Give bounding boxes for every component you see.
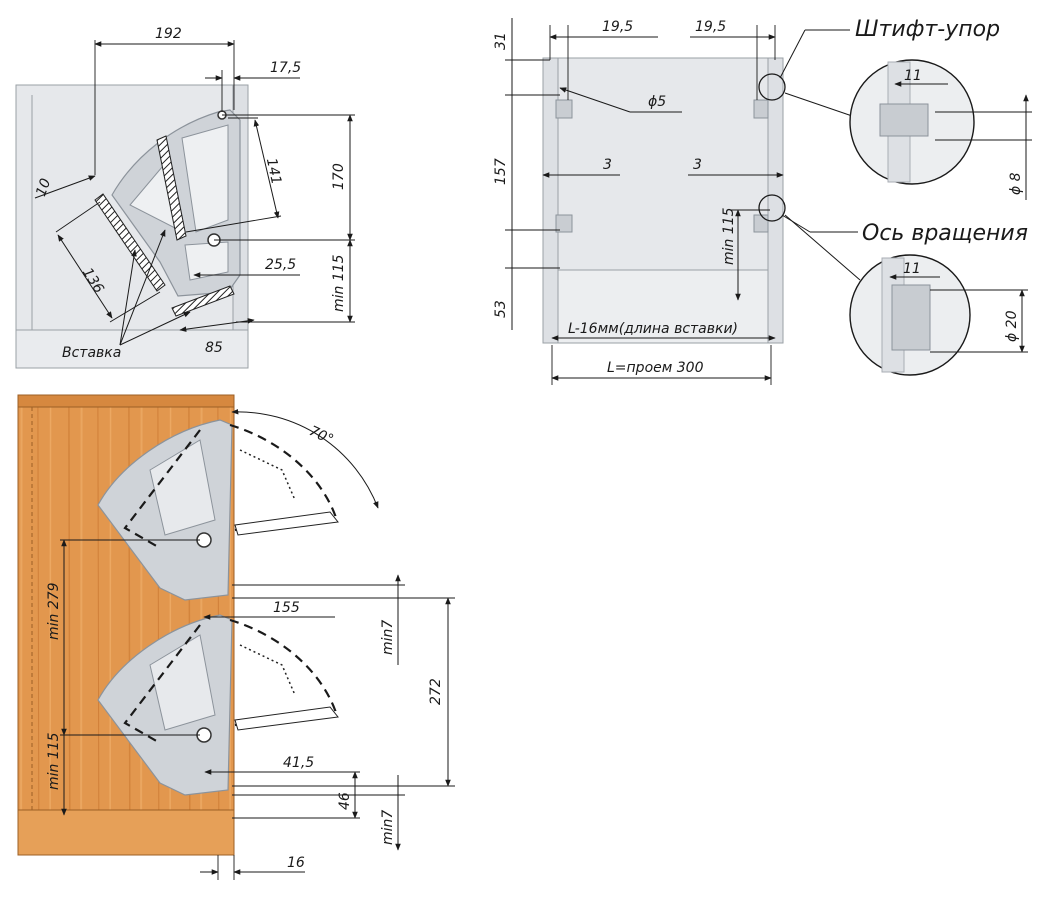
dim-label-min7-bottom: min7 xyxy=(380,810,396,845)
dim-label-170: 170 xyxy=(331,163,347,190)
dim-label-31: 31 xyxy=(493,32,509,50)
dim-label-min279: min 279 xyxy=(46,582,62,640)
front-view-right-wall xyxy=(767,57,784,344)
pin-label: Штифт-упор xyxy=(855,17,1000,42)
side-section-view: 192 17,5 141 170 10 136 25,5 min 115 xyxy=(15,26,355,369)
dim-label-85: 85 xyxy=(205,340,223,356)
dim-label-11-bottom: 11 xyxy=(903,261,921,277)
insert-left xyxy=(94,193,166,292)
insert-top xyxy=(156,135,187,241)
dim-line-136 xyxy=(57,234,113,319)
dim-label-157: 157 xyxy=(493,158,509,185)
dim-label-17-5: 17,5 xyxy=(270,60,301,76)
insert-leader-lines xyxy=(119,311,191,346)
dim-label-min115-left: min 115 xyxy=(331,254,347,312)
installation-view: 70° min 279 min 115 155 272 min7 41,5 46… xyxy=(17,394,455,880)
dim-label-opening: L=проем 300 xyxy=(607,360,704,376)
axis-label: Ось вращения xyxy=(862,221,1028,246)
dim-label-3-left: 3 xyxy=(603,157,612,173)
dim-label-insert-length: L-16мм(длина вставки) xyxy=(568,321,738,337)
dim-label-16: 16 xyxy=(287,855,305,871)
dim-label-phi20: ϕ 20 xyxy=(1004,310,1020,342)
mechanism-window-upper xyxy=(181,124,229,233)
front-view-left-wall xyxy=(542,57,559,344)
dim-label-272: 272 xyxy=(428,678,444,705)
dim-line-141 xyxy=(253,119,280,219)
dim-label-phi5: ϕ5 xyxy=(648,94,666,110)
cabinet-bottom-panel xyxy=(15,329,249,369)
dim-label-11-top: 11 xyxy=(904,68,922,84)
dim-label-3-right: 3 xyxy=(693,157,702,173)
detail-axis-part xyxy=(891,284,931,351)
cabinet-wood-shelf xyxy=(17,809,235,856)
front-view-insert-panel xyxy=(557,269,769,344)
dim-line-85 xyxy=(179,318,255,332)
dim-label-141: 141 xyxy=(263,157,284,186)
dim-line-10 xyxy=(34,175,96,199)
dim-label-min115-right: min 115 xyxy=(721,207,737,265)
axis-callout-circle xyxy=(758,194,786,222)
dim-label-41-5: 41,5 xyxy=(283,755,314,771)
cabinet-wood-top xyxy=(17,394,235,408)
dim-label-min7-top: min7 xyxy=(380,620,396,655)
dim-label-25-5: 25,5 xyxy=(265,257,296,273)
insert-label: Вставка xyxy=(62,345,121,361)
dim-label-53: 53 xyxy=(493,300,509,318)
dim-label-10: 10 xyxy=(33,176,54,198)
insert-bottom xyxy=(171,285,235,317)
mechanism-lower xyxy=(97,614,339,796)
dim-label-min115-bottom: min 115 xyxy=(46,732,62,790)
front-view-brackets xyxy=(753,214,769,233)
dim-label-155: 155 xyxy=(273,600,300,616)
detail-pin-part xyxy=(879,103,929,137)
dim-label-192: 192 xyxy=(155,26,182,42)
dim-label-19-5-left: 19,5 xyxy=(602,19,633,35)
dim-label-phi8: ϕ 8 xyxy=(1008,172,1024,195)
dim-label-46: 46 xyxy=(337,792,353,810)
front-view: 19,5 19,5 31 157 53 ϕ5 3 3 min 115 L-16м… xyxy=(493,17,1032,385)
angle-arc-70 xyxy=(231,408,379,509)
dim-label-19-5-right: 19,5 xyxy=(695,19,726,35)
pin-callout-circle xyxy=(758,73,786,101)
